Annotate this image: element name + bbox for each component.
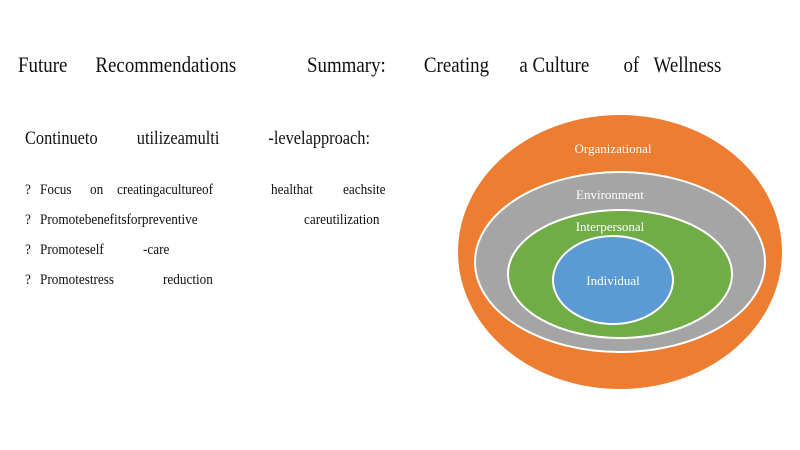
bullet-marker: ? bbox=[25, 212, 31, 228]
bullet-word: creatingacultureof bbox=[117, 182, 214, 198]
list-item: ? Promoteself -care bbox=[25, 240, 415, 270]
bullet-marker: ? bbox=[25, 272, 31, 288]
bullet-word: Promotebenefitsforpreventive bbox=[40, 212, 198, 228]
title-word-future: Future bbox=[18, 52, 68, 77]
bullet-word: Promoteself bbox=[40, 242, 104, 258]
lead-word-2: utilizeamulti bbox=[136, 128, 220, 149]
organizational-label: Organizational bbox=[574, 141, 651, 156]
list-item: ? Focus on creatingacultureof healthat e… bbox=[25, 180, 415, 210]
nested-circles-diagram: Organizational Environment Interpersonal… bbox=[455, 112, 785, 397]
lead-word-3: -levelapproach: bbox=[268, 128, 370, 149]
bullet-word: healthat bbox=[271, 182, 313, 198]
list-item: ? Promotestress reduction bbox=[25, 270, 415, 300]
lead-word-1: Continueto bbox=[25, 128, 98, 149]
bullet-word: Promotestress bbox=[40, 272, 115, 288]
title-word-a-culture: a Culture bbox=[519, 52, 590, 77]
title-word-creating: Creating bbox=[423, 52, 490, 77]
individual-core bbox=[552, 235, 674, 325]
title-word-summary: Summary: bbox=[306, 52, 386, 77]
bullet-word: careutilization bbox=[304, 212, 380, 228]
bullet-word: -care bbox=[143, 242, 170, 258]
title-word-recommendations: Recommendations bbox=[95, 52, 237, 77]
interpersonal-label: Interpersonal bbox=[576, 219, 645, 234]
bullet-word: Focus bbox=[40, 182, 72, 198]
bullet-word: reduction bbox=[163, 272, 213, 288]
bullet-word: on bbox=[90, 182, 104, 198]
title-word-wellness: Wellness bbox=[653, 52, 722, 77]
bullet-list: ? Focus on creatingacultureof healthat e… bbox=[25, 180, 415, 300]
list-item: ? Promotebenefitsforpreventive careutili… bbox=[25, 210, 415, 240]
bullet-word: eachsite bbox=[343, 182, 386, 198]
environment-label: Environment bbox=[576, 187, 644, 202]
bullet-marker: ? bbox=[25, 242, 31, 258]
individual-label: Individual bbox=[586, 273, 640, 288]
title-word-of: of bbox=[623, 52, 640, 77]
nested-circles-svg: Organizational Environment Interpersonal… bbox=[456, 113, 784, 391]
bullet-marker: ? bbox=[25, 182, 31, 198]
